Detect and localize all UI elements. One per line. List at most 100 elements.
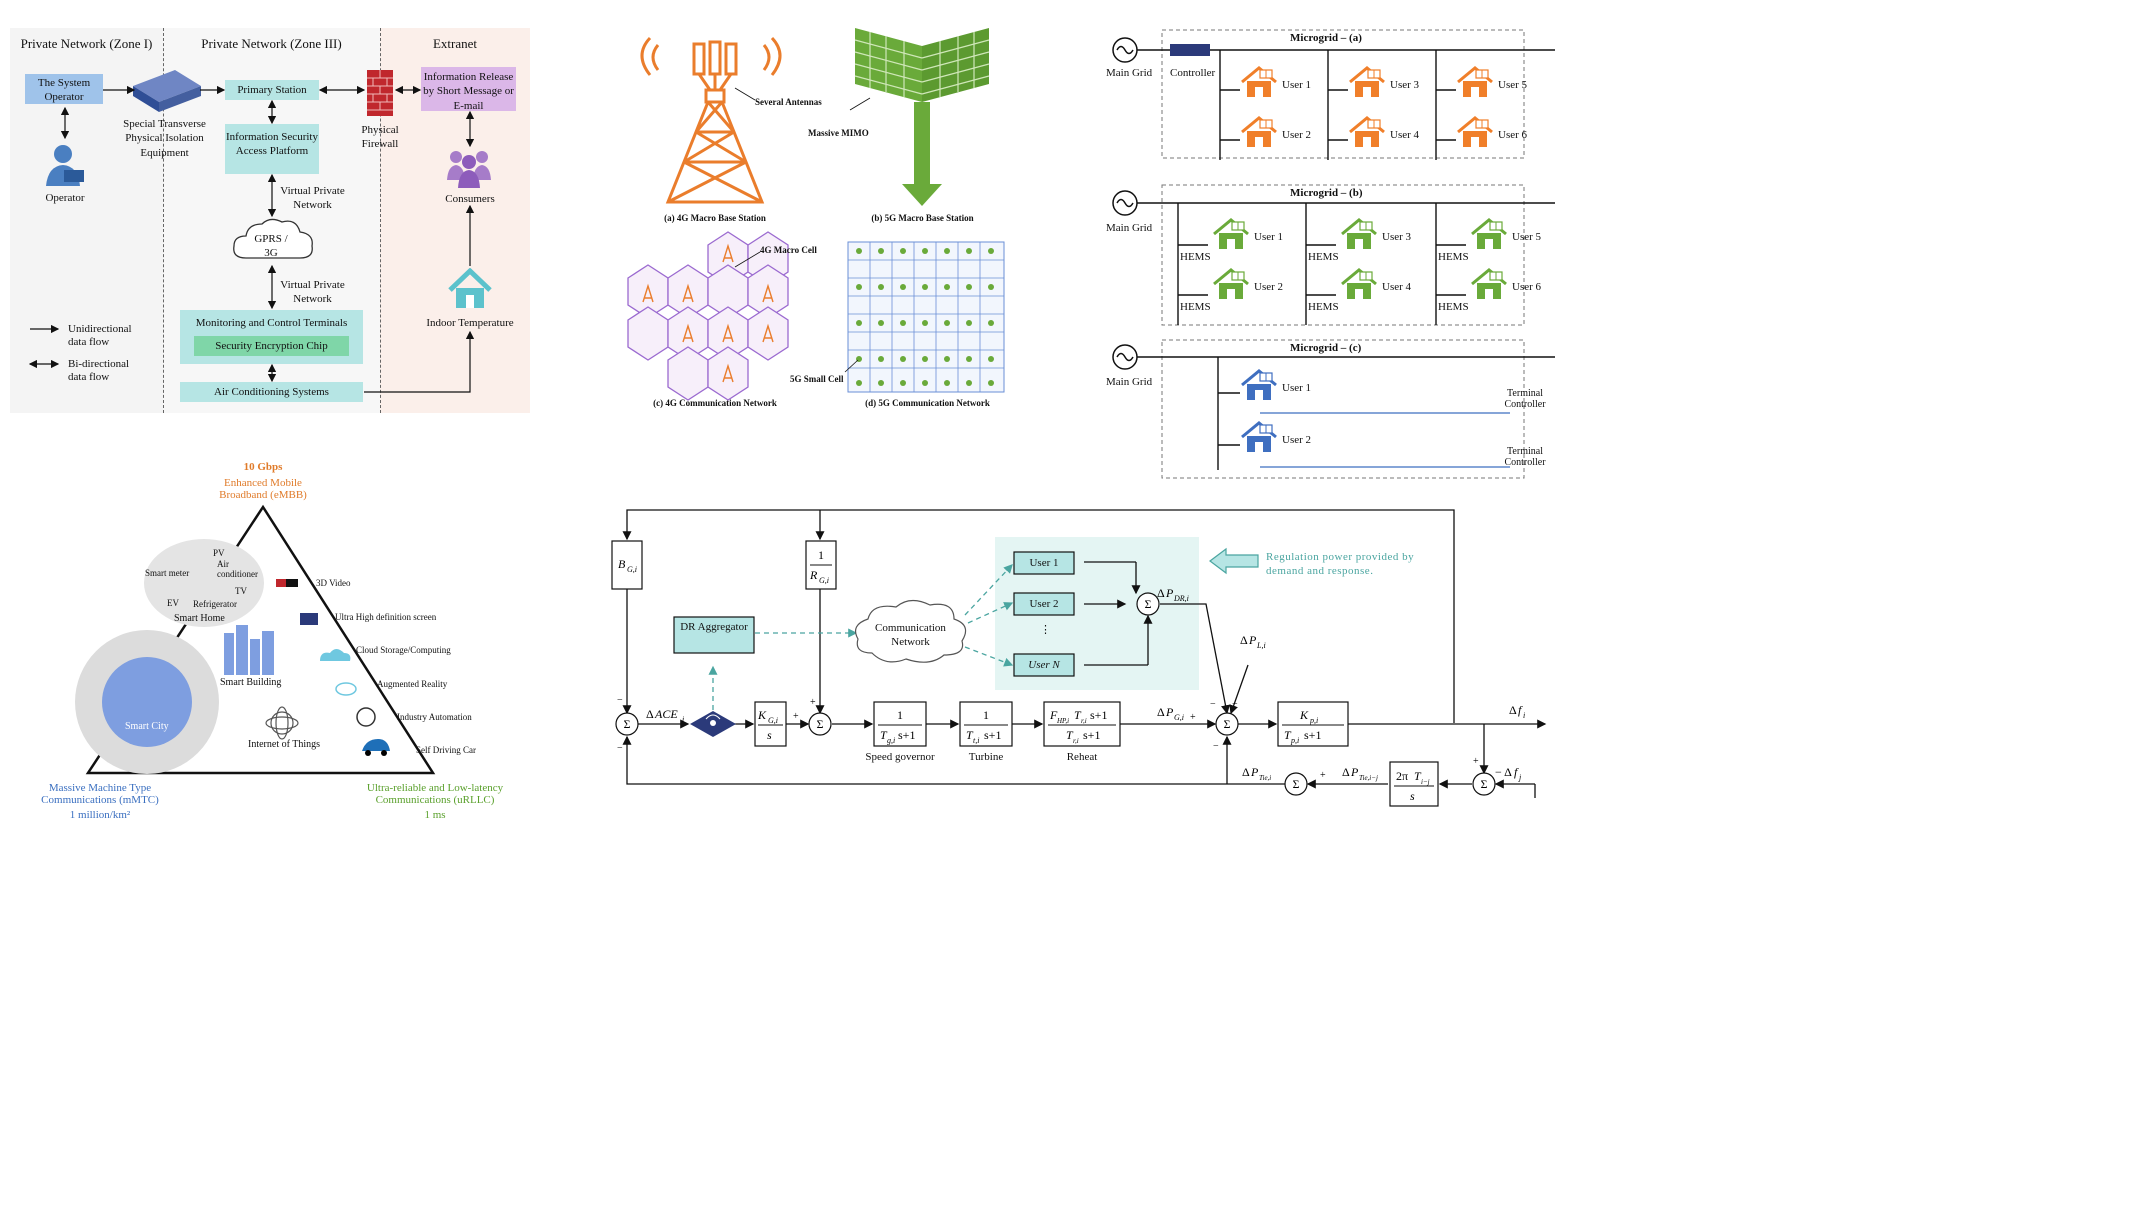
zone-divider-2 — [380, 28, 381, 413]
microgrid-c-user-1 — [1240, 368, 1278, 407]
svg-text:Σ: Σ — [817, 717, 824, 731]
sum-junction-tie — [1284, 772, 1308, 796]
microgrid-a-user-1-label: User 1 — [1282, 79, 1312, 91]
microgrid-b-user-2-label: User 2 — [1254, 281, 1284, 293]
user2-box: User 2 — [1029, 598, 1059, 610]
house-icon — [1241, 421, 1277, 452]
acs-box: Air Conditioning Systems — [180, 382, 363, 402]
sum-junction-dr — [1136, 592, 1160, 616]
svg-text:i: i — [1523, 711, 1525, 720]
sum-junction-freq — [1472, 772, 1496, 796]
svg-text:K: K — [1299, 708, 1309, 722]
terminal-controller-label-2: Terminal Controller — [1504, 446, 1546, 468]
microgrid-a-title: Microgrid – (a) — [1290, 32, 1362, 44]
house-icon — [1213, 268, 1249, 299]
house-icon — [1349, 66, 1385, 97]
app-self-driving: Self Driving Car — [416, 745, 476, 755]
microgrid-b-user-5 — [1470, 217, 1508, 256]
consumers-icon — [447, 151, 491, 188]
svg-text:B: B — [618, 557, 626, 571]
svg-text:s: s — [767, 728, 772, 742]
gprs-label: GPRS / 3G — [254, 233, 288, 260]
svg-text:Σ: Σ — [1293, 777, 1300, 791]
tv-label: TV — [235, 586, 247, 596]
caption-c: (c) 4G Communication Network — [653, 398, 777, 408]
primary-station-box: Primary Station — [225, 80, 319, 100]
smart-building-label: Smart Building — [220, 677, 282, 688]
svg-text:i−j: i−j — [1421, 778, 1430, 786]
house-icon — [1349, 116, 1385, 147]
svg-text:− Δ: − Δ — [1495, 765, 1512, 779]
zone-divider-1 — [163, 28, 164, 413]
comm-network-label: Communication Network — [875, 622, 946, 649]
hems-label-3: HEMS — [1438, 251, 1469, 263]
svg-text:Tie,i−j: Tie,i−j — [1359, 774, 1378, 782]
house-icon — [1341, 268, 1377, 299]
svg-text:P: P — [1350, 765, 1359, 779]
svg-text:Σ: Σ — [1224, 717, 1231, 731]
triangle-drawings — [75, 504, 436, 775]
house-icon — [448, 268, 492, 308]
app-cloud: Cloud Storage/Computing — [356, 645, 451, 655]
microgrid-a-user-6-label: User 6 — [1498, 129, 1528, 141]
svg-text:1: 1 — [897, 708, 903, 722]
svg-text:F: F — [1049, 708, 1058, 722]
svg-text:j: j — [1518, 773, 1522, 782]
legend-uni-label: Unidirectional data flow — [68, 323, 132, 349]
controller-label: Controller — [1170, 67, 1216, 79]
microgrid-c-user-1-label: User 1 — [1282, 382, 1312, 394]
fridge-label: Refrigerator — [193, 599, 237, 609]
urllc-rate: 1 ms — [424, 809, 446, 821]
svg-text:−: − — [1232, 699, 1238, 710]
hems-label-6: HEMS — [1438, 301, 1469, 313]
svg-text:s+1: s+1 — [1090, 708, 1107, 722]
svg-text:r,i: r,i — [1081, 717, 1087, 725]
caption-a: (a) 4G Macro Base Station — [664, 213, 766, 223]
svg-text:−: − — [617, 695, 623, 706]
svg-text:Δ: Δ — [1157, 705, 1165, 719]
microgrid-b-user-6-label: User 6 — [1512, 281, 1542, 293]
svg-text:P: P — [1248, 633, 1257, 647]
svg-text:Δ: Δ — [1242, 765, 1250, 779]
isolation-label: Special Transverse Physical Isolation Eq… — [123, 118, 206, 159]
caption-d: (d) 5G Communication Network — [865, 398, 990, 408]
svg-text:+: + — [1190, 712, 1196, 723]
house-icon — [1457, 116, 1493, 147]
4g-tower-icon — [640, 36, 782, 204]
svg-text:+: + — [1473, 756, 1479, 767]
svg-text:f: f — [1518, 703, 1523, 717]
svg-text:Σ: Σ — [1481, 777, 1488, 791]
user1-box: User 1 — [1029, 557, 1059, 569]
svg-text:s+1: s+1 — [1304, 728, 1321, 742]
svg-text:Δ: Δ — [646, 707, 654, 721]
microgrid-a-user-6 — [1456, 115, 1494, 154]
5g-massive-mimo-icon — [854, 28, 990, 206]
router-icon — [690, 711, 736, 737]
legend-bi-label: Bi-directional data flow — [68, 358, 130, 384]
mmtc-rate: 1 million/km² — [69, 809, 131, 821]
microgrid-a-user-2-label: User 2 — [1282, 129, 1312, 141]
caption-b: (b) 5G Macro Base Station — [871, 213, 974, 223]
microgrid-b-user-1-label: User 1 — [1254, 231, 1284, 243]
user-ellipsis: ⋮ — [1040, 624, 1051, 636]
terminal-controller-label-1: Terminal Controller — [1504, 388, 1546, 410]
svg-text:g,i: g,i — [887, 736, 895, 745]
svg-text:T: T — [880, 728, 888, 742]
main-grid-label-c: Main Grid — [1106, 376, 1153, 388]
operator-label: Operator — [45, 192, 85, 204]
userN-box: User N — [1028, 659, 1060, 671]
microgrid-a-user-4-label: User 4 — [1390, 129, 1420, 141]
microgrid-c-title: Microgrid – (c) — [1290, 342, 1362, 354]
house-icon — [1457, 66, 1493, 97]
info-release-box: Information Release by Short Message or … — [421, 67, 516, 112]
svg-text:L,i: L,i — [1256, 641, 1266, 650]
mct-box: Monitoring and Control Terminals Securit… — [180, 310, 363, 364]
hems-label-5: HEMS — [1308, 301, 1339, 313]
svg-text:+: + — [793, 711, 799, 722]
reheat-label: Reheat — [1066, 751, 1098, 763]
microgrid-b-user-5-label: User 5 — [1512, 231, 1542, 243]
main-grid-label-a: Main Grid — [1106, 67, 1153, 79]
system-operator-box: The System Operator — [25, 74, 103, 104]
